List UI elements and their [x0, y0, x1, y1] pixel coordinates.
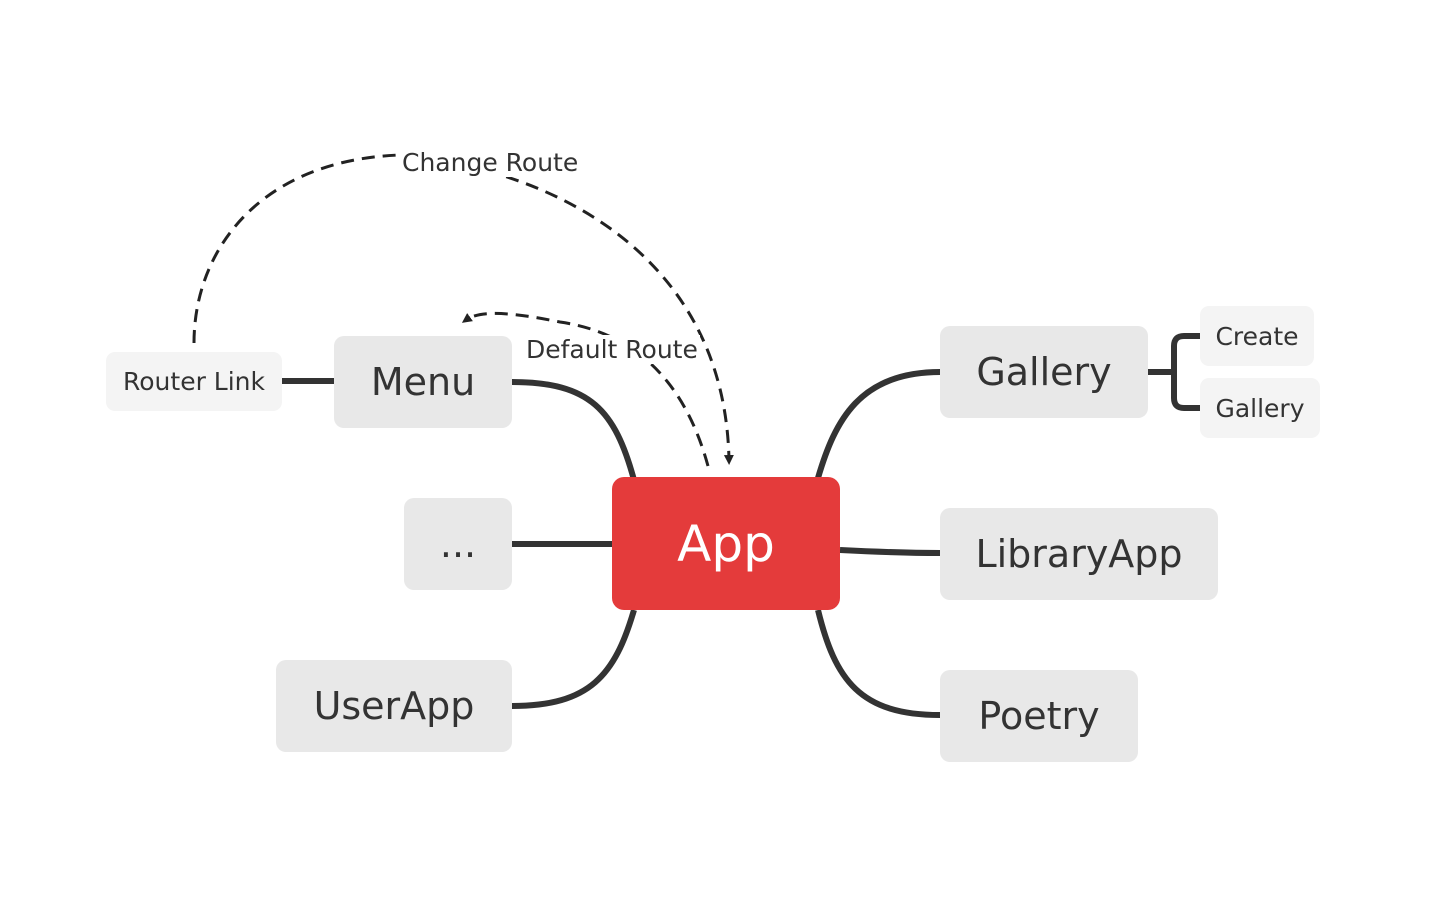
- connector-gallery-bracket-arms: [1171, 333, 1200, 411]
- menu-node[interactable]: Menu: [334, 336, 512, 428]
- userapp-node[interactable]: UserApp: [276, 660, 512, 752]
- gallery-create-node[interactable]: Create: [1200, 306, 1314, 366]
- connector-app-libraryapp: [839, 547, 941, 556]
- connector-app-gallery: [815, 369, 941, 479]
- poetry-node[interactable]: Poetry: [940, 670, 1138, 762]
- connector-app-menu: [511, 379, 637, 481]
- gallery-node[interactable]: Gallery: [940, 326, 1148, 418]
- connector-app-userapp: [511, 609, 637, 709]
- default-route-arrow: [461, 312, 710, 467]
- ellipsis-node[interactable]: ...: [404, 498, 512, 590]
- default-route-label: Default Route: [524, 335, 700, 364]
- change-route-label: Change Route: [400, 148, 581, 177]
- libraryapp-node[interactable]: LibraryApp: [940, 508, 1218, 600]
- router-link-node[interactable]: Router Link: [106, 352, 282, 411]
- app-node[interactable]: App: [612, 477, 840, 610]
- gallery-gallery-node[interactable]: Gallery: [1200, 378, 1320, 438]
- connector-app-poetry: [815, 609, 941, 718]
